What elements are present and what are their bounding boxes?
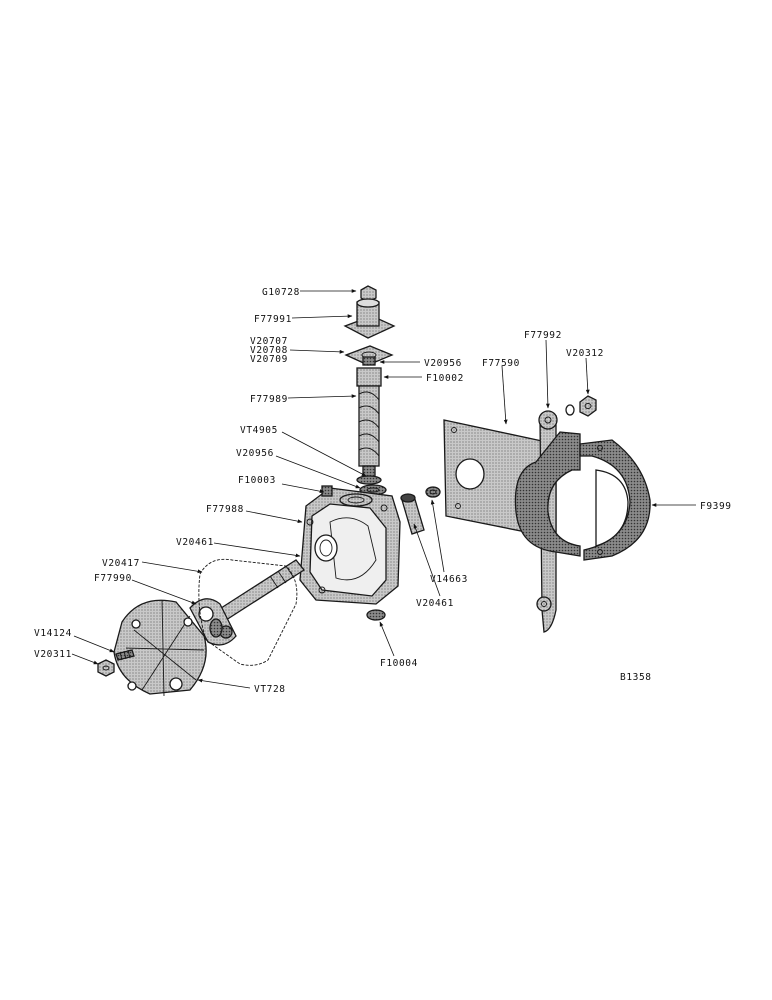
label-v20311: V20311 — [34, 649, 72, 660]
side-gasket-part — [198, 558, 298, 666]
label-f10004: F10004 — [380, 658, 418, 669]
label-f77989: F77989 — [250, 394, 288, 405]
label-g10728: G10728 — [262, 287, 300, 298]
worm-shaft-part — [356, 367, 382, 485]
label-v20312: V20312 — [566, 348, 604, 359]
callout-vt4905: VT4905 — [240, 425, 367, 477]
label-f77988: F77988 — [206, 504, 244, 515]
label-vt728: VT728 — [254, 684, 286, 695]
callout-v20461-right: V20461 — [413, 523, 454, 609]
label-f77992: F77992 — [524, 330, 562, 341]
callout-v14663: V14663 — [430, 499, 468, 585]
label-v20956-mid: V20956 — [236, 448, 274, 459]
callout-v14124: V14124 — [34, 628, 115, 653]
label-v14663: V14663 — [430, 574, 468, 585]
callout-v20956-mid: V20956 — [236, 448, 361, 489]
label-v20956-top: V20956 — [424, 358, 462, 369]
gear-housing-part — [299, 485, 401, 605]
callout-f10002: F10002 — [383, 373, 464, 384]
callout-v20707-v20709: V20707 V20708 V20709 — [250, 336, 345, 365]
label-v20709: V20709 — [250, 354, 288, 365]
bushing-pair-part — [400, 486, 441, 535]
label-v20461-left: V20461 — [176, 537, 214, 548]
label-v14124: V14124 — [34, 628, 72, 639]
callout-vt728: VT728 — [197, 678, 286, 695]
label-v20417: V20417 — [102, 558, 140, 569]
label-f10002: F10002 — [426, 373, 464, 384]
stud-part — [115, 649, 135, 661]
label-f10003: F10003 — [238, 475, 276, 486]
callout-v20461-left: V20461 — [176, 537, 301, 558]
top-washer-part — [362, 356, 376, 366]
callout-v20956-top: V20956 — [379, 358, 462, 369]
clamp-washer-part — [565, 404, 575, 416]
drawing-number: B1358 — [620, 672, 652, 683]
callout-f77988: F77988 — [206, 504, 303, 524]
callout-f9399: F9399 — [651, 501, 732, 512]
nut-part — [97, 659, 115, 677]
callout-f10004: F10004 — [379, 621, 418, 669]
callout-g10728: G10728 — [262, 287, 357, 298]
callout-f77989: F77989 — [250, 394, 357, 405]
label-f77990: F77990 — [94, 573, 132, 584]
label-f77991: F77991 — [254, 314, 292, 325]
bottom-plug-part — [366, 609, 386, 621]
callout-f77990: F77990 — [94, 573, 197, 605]
callout-v20311: V20311 — [34, 649, 99, 665]
clamp-strap-part — [514, 410, 581, 633]
clamp-half-part — [579, 439, 651, 561]
callout-f77992: F77992 — [524, 330, 562, 409]
top-nut-part — [360, 285, 377, 303]
label-v20461-right: V20461 — [416, 598, 454, 609]
upper-housing-part — [343, 298, 396, 339]
sector-shaft-part — [189, 559, 305, 646]
clamp-nut-part — [579, 395, 597, 417]
callout-v20312: V20312 — [566, 348, 604, 395]
callout-f10003: F10003 — [238, 475, 325, 494]
label-f9399: F9399 — [700, 501, 732, 512]
callout-f77590: F77590 — [482, 358, 520, 425]
label-v20707: V20707 — [250, 336, 288, 347]
label-v20708: V20708 — [250, 345, 288, 356]
side-cover-part — [113, 599, 207, 697]
label-f77590: F77590 — [482, 358, 520, 369]
callout-f77991: F77991 — [254, 314, 353, 325]
label-vt4905: VT4905 — [240, 425, 278, 436]
callout-v20417: V20417 — [102, 558, 203, 574]
